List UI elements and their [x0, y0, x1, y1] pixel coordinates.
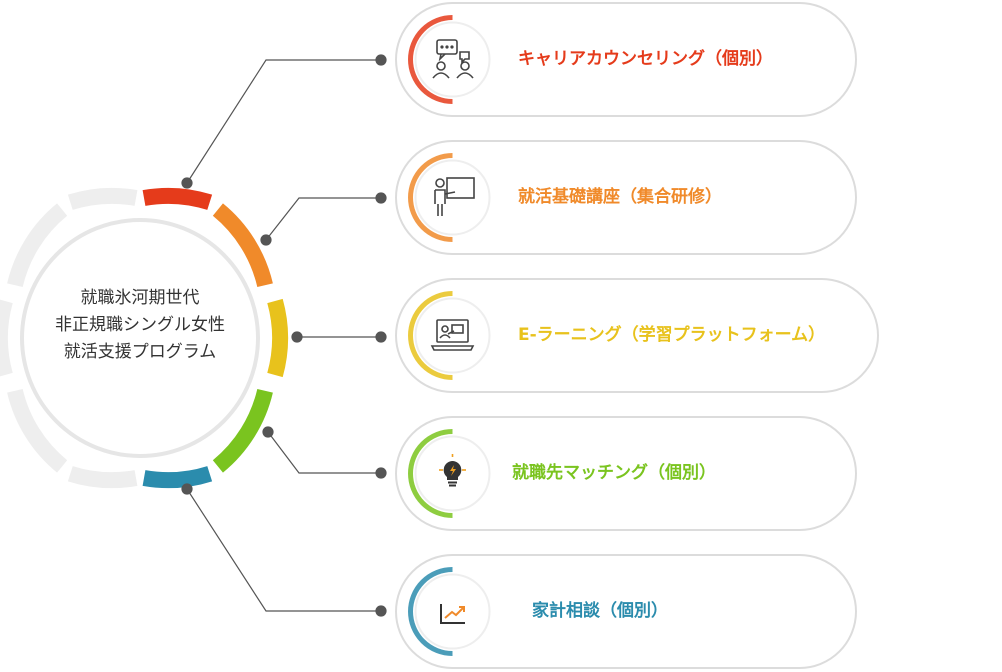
hub-title: 就職氷河期世代 非正規職シングル女性 就活支援プログラム [30, 285, 250, 366]
ring-segment-inactive [7, 203, 68, 288]
connector-line [267, 431, 381, 474]
connector-dot [181, 483, 193, 495]
ring-segment-matching [212, 388, 273, 473]
lightbulb-icon [407, 428, 498, 519]
hub-title-line: 非正規職シングル女性 [55, 315, 225, 335]
hub-disc [20, 218, 260, 458]
hub-title-line: 就活支援プログラム [63, 342, 217, 362]
connector-line [186, 59, 381, 184]
connector-dot [262, 426, 274, 438]
connector-dot [375, 54, 387, 66]
hub-title-line: 就職氷河期世代 [80, 288, 200, 308]
ring-segment-inactive [67, 187, 138, 210]
connector-dot [260, 234, 272, 246]
program-card-household[interactable]: 家計相談（個別） [395, 554, 857, 669]
ring-segment-household [142, 466, 213, 489]
connector-dot [291, 331, 303, 343]
program-card-matching[interactable]: 就職先マッチング（個別） [395, 416, 857, 531]
e-learning-icon [407, 290, 498, 381]
connectors [181, 54, 387, 617]
program-card-counseling[interactable]: キャリアカウンセリング（個別） [395, 2, 857, 117]
counseling-icon [407, 14, 498, 105]
connector-dot [375, 192, 387, 204]
lecture-icon [407, 152, 498, 243]
program-label: キャリアカウンセリング（個別） [518, 49, 773, 69]
ring-segment-inactive [0, 299, 13, 377]
program-label: E-ラーニング（学習プラットフォーム） [518, 325, 826, 345]
connector-dot [375, 467, 387, 479]
ring-segment-inactive [67, 466, 138, 489]
connector-dot [375, 605, 387, 617]
connector-line [186, 488, 381, 612]
ring-segment-counseling [142, 187, 213, 210]
program-card-e-learning[interactable]: E-ラーニング（学習プラットフォーム） [395, 278, 879, 393]
connector-line [265, 197, 381, 241]
connector-dot [375, 331, 387, 343]
ring-segment-e-learning [267, 298, 289, 378]
program-card-lecture[interactable]: 就活基礎講座（集合研修） [395, 140, 857, 255]
ring-segment-lecture [212, 203, 273, 288]
program-label: 家計相談（個別） [532, 601, 668, 621]
connector-dot [181, 177, 193, 189]
program-label: 就職先マッチング（個別） [512, 463, 716, 483]
chart-growth-icon [407, 566, 498, 657]
ring-segment-inactive [7, 388, 68, 473]
hub-ring [0, 187, 289, 489]
program-label: 就活基礎講座（集合研修） [518, 187, 722, 207]
